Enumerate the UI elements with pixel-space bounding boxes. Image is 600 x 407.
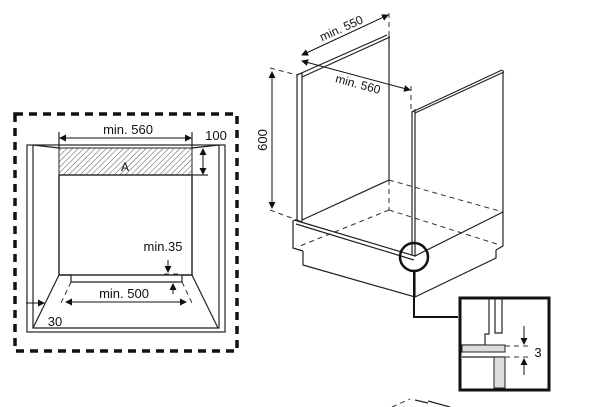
- depth-arrow: [301, 14, 389, 56]
- panel-edge: [296, 34, 388, 76]
- width-label: min. 560: [334, 71, 382, 97]
- height-label: 100: [205, 128, 227, 143]
- ventilation-area-a: [58, 147, 193, 176]
- detail-wood-side: [493, 356, 506, 389]
- detail-wood-top: [461, 344, 506, 353]
- base-box: [293, 211, 504, 257]
- base-profile: [59, 274, 192, 283]
- guide-dashed-right: [181, 281, 193, 304]
- detail-part: [494, 298, 503, 334]
- base-box: [495, 212, 504, 251]
- guide-dashed-left: [60, 281, 72, 304]
- side-slant-right: [191, 274, 219, 329]
- dashed-boundary: [13, 112, 239, 353]
- side-label: 30: [48, 314, 62, 329]
- gap-label: min.35: [143, 239, 182, 254]
- width-arrow: [301, 59, 411, 92]
- right-side-panel: [411, 108, 416, 257]
- base-box: [295, 223, 415, 261]
- base-box: [292, 220, 304, 252]
- opening: [58, 174, 193, 276]
- detail-label: 3: [534, 345, 541, 360]
- floor-hidden: [388, 179, 504, 213]
- depth-label: min. 550: [318, 12, 366, 44]
- top-edge-left: [32, 144, 60, 149]
- depth-label: min. 500: [99, 286, 149, 301]
- floor-hidden: [388, 209, 501, 246]
- partial-line: [391, 398, 411, 407]
- ext-line: [269, 67, 298, 76]
- leader-line: [413, 271, 458, 318]
- height-label: 600: [255, 129, 270, 151]
- ext-line: [269, 209, 298, 221]
- left-side-panel: [296, 72, 303, 223]
- detail-box: 3: [458, 296, 551, 392]
- top-edge-right: [191, 144, 220, 149]
- cabinet-outer: [26, 144, 226, 333]
- isometric-view: 600 min. 550 min. 560 3: [255, 12, 551, 407]
- front-view: A min. 560 100 min. 500 min.35 30: [13, 112, 239, 353]
- floor-hidden: [299, 209, 390, 247]
- partial-line: [414, 399, 429, 404]
- panel-edge: [411, 69, 503, 113]
- area-label: A: [121, 160, 129, 174]
- side-slant-left: [32, 274, 60, 329]
- partial-line: [427, 400, 451, 407]
- panel-edge: [414, 71, 505, 114]
- panel-edge: [301, 36, 391, 78]
- width-label: min. 560: [103, 122, 153, 137]
- floor-edge: [301, 179, 390, 221]
- cabinet-inner: [32, 145, 220, 329]
